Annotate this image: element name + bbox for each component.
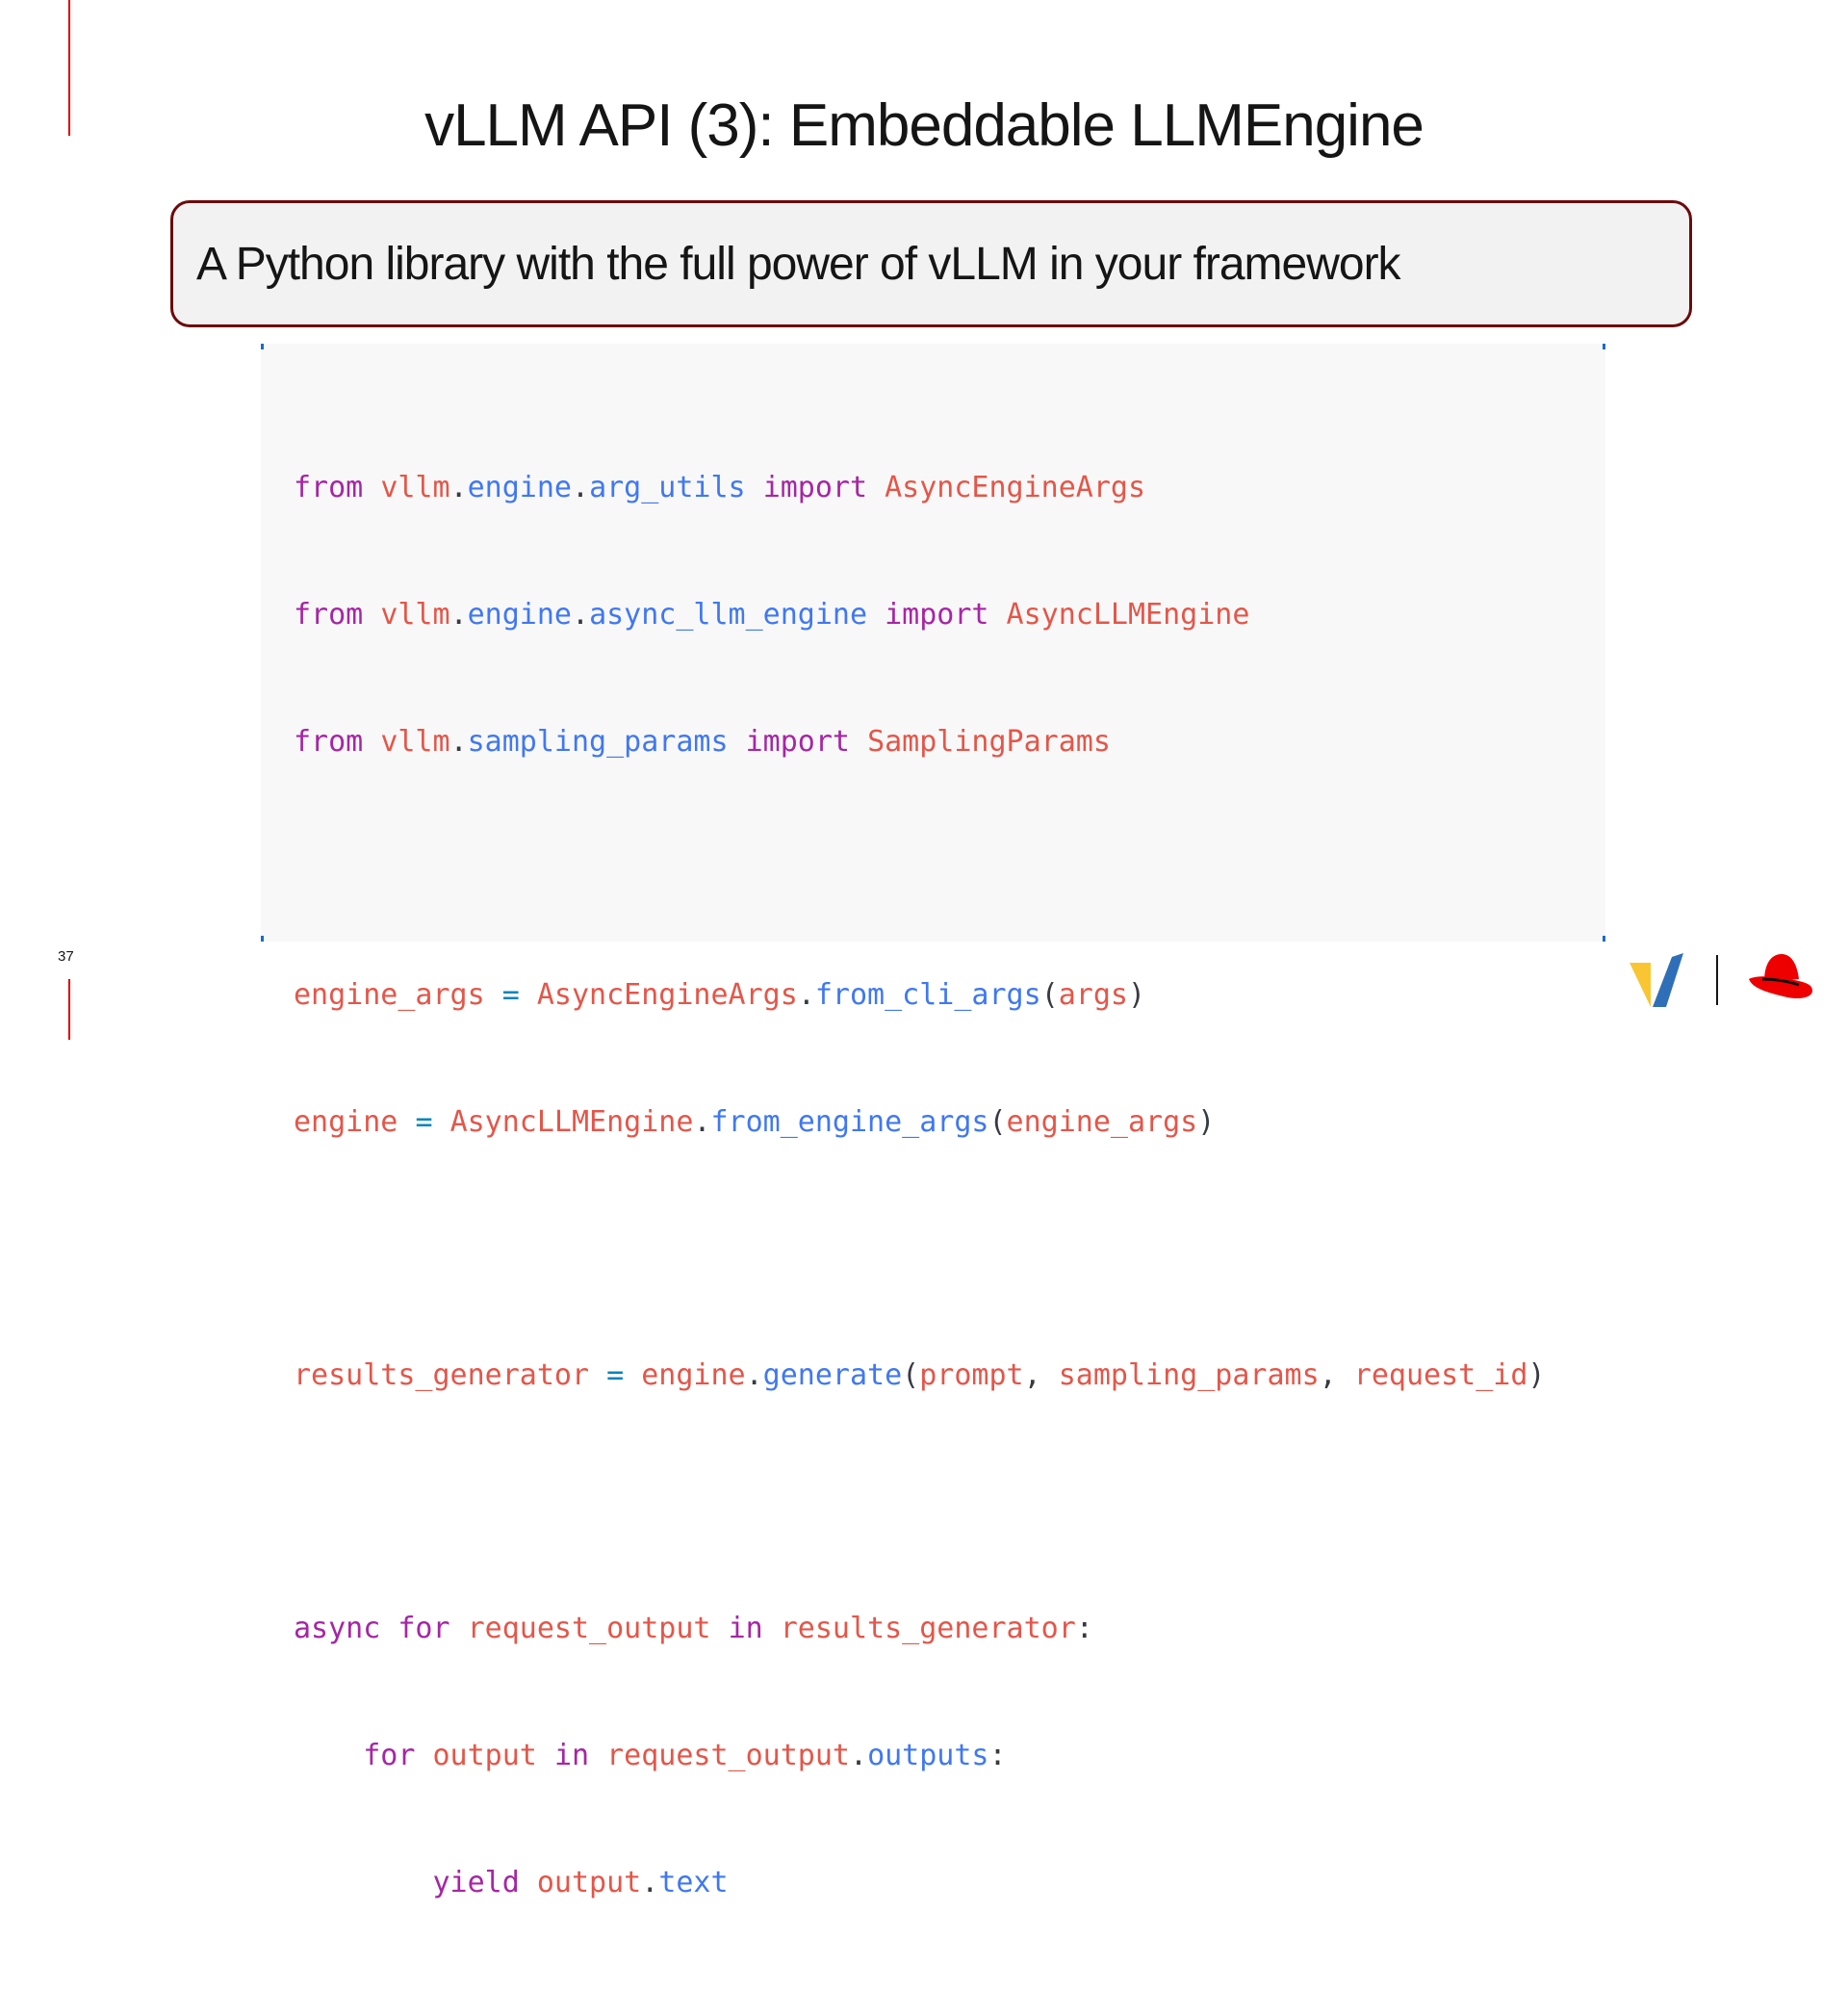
code-line: for output in request_output.outputs: [294, 1735, 1545, 1777]
code-token: ( [988, 1105, 1007, 1139]
code-token: . [572, 598, 590, 632]
code-token: for [398, 1612, 450, 1645]
code-token: = [606, 1358, 625, 1392]
code-token: engine_args [1006, 1105, 1198, 1139]
code-token: import [745, 725, 850, 759]
code-token: AsyncLLMEngine [1006, 598, 1250, 632]
code-token: = [501, 978, 520, 1012]
code-token: : [1075, 1612, 1093, 1645]
code-token: AsyncEngineArgs [536, 978, 798, 1012]
code-token: . [797, 978, 815, 1012]
code-token: engine [641, 1358, 746, 1392]
code-token: . [745, 1358, 763, 1392]
code-token: , [1023, 1358, 1041, 1392]
code-token: generate [762, 1358, 903, 1392]
code-line: async for request_output in results_gene… [294, 1608, 1545, 1650]
code-token: async [294, 1612, 381, 1645]
code-token: request_output [467, 1612, 711, 1645]
code-token: in [553, 1739, 590, 1772]
panel-corner-marker [261, 936, 264, 942]
code-token: async_llm_engine [589, 598, 868, 632]
redhat-logo-icon [1749, 954, 1812, 998]
accent-line-bottom [68, 979, 70, 1040]
code-blank-line [294, 848, 1545, 890]
panel-corner-marker [1603, 936, 1605, 942]
code-token: , [1319, 1358, 1337, 1392]
panel-corner-marker [1603, 344, 1605, 349]
code-token: sampling_params [467, 725, 729, 759]
code-token: for [363, 1739, 416, 1772]
code-token: in [728, 1612, 763, 1645]
accent-line-top [68, 0, 70, 136]
code-token: . [693, 1105, 711, 1139]
vllm-logo-icon [1630, 953, 1683, 1007]
code-token: ) [1128, 978, 1146, 1012]
code-token: ( [1040, 978, 1059, 1012]
code-token: AsyncLLMEngine [449, 1105, 694, 1139]
code-line: from vllm.sampling_params import Samplin… [294, 721, 1545, 763]
subtitle-box: A Python library with the full power of … [170, 200, 1692, 327]
code-token: sampling_params [1058, 1358, 1320, 1392]
code-token: . [449, 471, 468, 504]
code-block: from vllm.engine.arg_utils import AsyncE… [294, 382, 1545, 1989]
code-line: engine_args = AsyncEngineArgs.from_cli_a… [294, 974, 1545, 1017]
code-token: . [449, 725, 468, 759]
code-line: yield output.text [294, 1862, 1545, 1904]
code-token: . [449, 598, 468, 632]
code-token: = [415, 1105, 433, 1139]
code-token: import [762, 471, 868, 504]
code-token: engine [467, 471, 572, 504]
code-token: output [432, 1739, 537, 1772]
code-token: from_cli_args [814, 978, 1041, 1012]
code-blank-line [294, 1228, 1545, 1270]
code-token: ( [902, 1358, 920, 1392]
code-line: engine = AsyncLLMEngine.from_engine_args… [294, 1101, 1545, 1144]
code-token: from [294, 598, 364, 632]
code-token: ) [1197, 1105, 1216, 1139]
code-token: engine [467, 598, 572, 632]
code-token: outputs [867, 1739, 989, 1772]
code-token: prompt [919, 1358, 1024, 1392]
code-token: yield [432, 1866, 520, 1899]
code-token: vllm [380, 725, 450, 759]
code-token: AsyncEngineArgs [885, 471, 1146, 504]
code-token: import [885, 598, 989, 632]
code-line: from vllm.engine.async_llm_engine import… [294, 594, 1545, 636]
panel-corner-marker [261, 344, 264, 349]
code-line: results_generator = engine.generate(prom… [294, 1355, 1545, 1397]
code-line: from vllm.engine.arg_utils import AsyncE… [294, 467, 1545, 509]
code-token: vllm [380, 598, 450, 632]
code-token: output [536, 1866, 642, 1899]
slide-title: vLLM API (3): Embeddable LLMEngine [424, 92, 1424, 159]
code-token: request_id [1353, 1358, 1528, 1392]
code-token: ) [1527, 1358, 1546, 1392]
code-token: request_output [606, 1739, 850, 1772]
code-token: : [988, 1739, 1007, 1772]
page-number: 37 [58, 948, 74, 965]
logo-divider [1716, 955, 1718, 1005]
code-panel: from vllm.engine.arg_utils import AsyncE… [261, 344, 1605, 1899]
code-token: . [641, 1866, 659, 1899]
subtitle-text: A Python library with the full power of … [196, 238, 1401, 290]
code-token: args [1058, 978, 1128, 1012]
code-token: results_generator [294, 1358, 590, 1392]
code-token: arg_utils [589, 471, 746, 504]
code-token: . [572, 471, 590, 504]
code-token: results_generator [780, 1612, 1076, 1645]
code-token: from [294, 471, 364, 504]
code-token: engine [294, 1105, 398, 1139]
code-token: text [658, 1866, 729, 1899]
code-token: vllm [380, 471, 450, 504]
code-token: from [294, 725, 364, 759]
code-blank-line [294, 1482, 1545, 1523]
code-token: . [850, 1739, 868, 1772]
code-token: engine_args [294, 978, 485, 1012]
code-token: SamplingParams [867, 725, 1111, 759]
code-token: from_engine_args [710, 1105, 989, 1139]
